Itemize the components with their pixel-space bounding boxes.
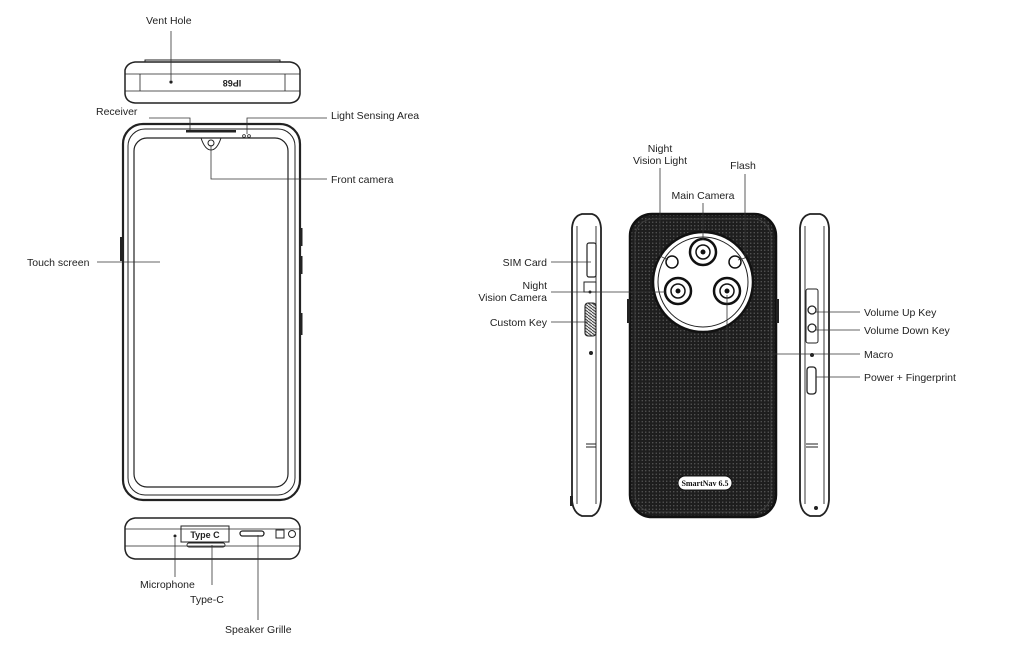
usb-c-port (186, 542, 226, 548)
label-custom-key: Custom Key (490, 317, 548, 329)
label-night-vision-camera-1: Night (522, 280, 547, 292)
label-flash: Flash (730, 160, 756, 172)
type-c-engraving: Type C (190, 530, 220, 540)
volume-down-key (807, 323, 817, 333)
vent-hole (169, 80, 173, 84)
label-light-sensing-area: Light Sensing Area (331, 110, 419, 122)
labels: Vent Hole Receiver Light Sensing Area Fr… (27, 15, 956, 636)
speaker-grille (239, 530, 265, 537)
label-macro: Macro (864, 349, 893, 361)
light-sensor (242, 134, 246, 138)
power-fingerprint-key (806, 366, 817, 395)
brand-badge (677, 475, 733, 491)
touch-screen (133, 137, 289, 488)
label-speaker-grille: Speaker Grille (225, 624, 292, 636)
front-view (120, 122, 303, 502)
label-touch-screen: Touch screen (27, 257, 90, 269)
bottom-edge-view: Type C (124, 517, 301, 560)
volume-up-key (807, 305, 817, 315)
flash (728, 255, 742, 269)
callout-lines (97, 31, 860, 620)
label-night-vision-camera-2: Vision Camera (478, 292, 547, 304)
night-vision-light (665, 255, 679, 269)
custom-key (584, 302, 597, 337)
ip-rating-engraving: IP68 (223, 78, 242, 88)
right-side-view (799, 213, 830, 517)
top-edge-view: IP68 (124, 59, 301, 104)
label-main-camera: Main Camera (671, 190, 734, 202)
back-view: SmartNav 6.5 (627, 212, 779, 519)
label-microphone: Microphone (140, 579, 195, 591)
left-side-view (570, 213, 602, 517)
label-volume-down-key: Volume Down Key (864, 325, 951, 337)
label-vent-hole: Vent Hole (146, 15, 192, 27)
label-night-vision-light-1: Night (648, 143, 673, 155)
microphone (173, 534, 177, 538)
type-c-label-box (180, 525, 230, 543)
sim-card-tray (586, 242, 597, 278)
receiver (186, 130, 236, 133)
label-night-vision-light-2: Vision Light (633, 155, 687, 167)
label-sim-card: SIM Card (503, 257, 548, 269)
label-front-camera: Front camera (331, 174, 394, 186)
brand-text: SmartNav 6.5 (681, 479, 728, 488)
label-volume-up-key: Volume Up Key (864, 307, 937, 319)
label-receiver: Receiver (96, 106, 138, 118)
label-type-c: Type-C (190, 594, 224, 606)
label-power-fingerprint: Power + Fingerprint (864, 372, 956, 384)
